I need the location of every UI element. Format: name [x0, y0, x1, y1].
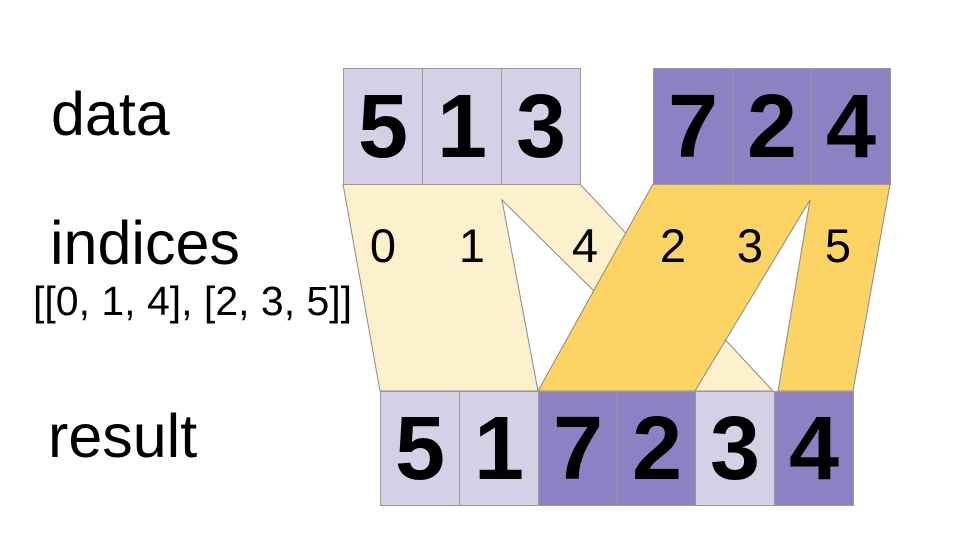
indices-value-label: [[0, 1, 4], [2, 3, 5]] — [33, 278, 353, 324]
index-value-4: 4 — [571, 219, 599, 272]
data-cell-g1-1: 1 — [422, 68, 502, 185]
data-cell-g2-2: 4 — [811, 68, 891, 185]
data-cell-g1-2: 3 — [501, 68, 581, 185]
result-cell-0: 5 — [380, 391, 460, 506]
result-cell-1: 1 — [459, 391, 539, 506]
result-cell-4: 3 — [695, 391, 775, 506]
index-value-1: 1 — [458, 219, 486, 272]
index-value-2: 2 — [659, 219, 687, 272]
index-value-3: 3 — [736, 219, 764, 272]
indices-row-label: indices — [50, 209, 240, 277]
result-cell-2: 7 — [538, 391, 618, 506]
result-cell-3: 2 — [617, 391, 697, 506]
index-value-0: 0 — [369, 219, 397, 272]
data-cell-g2-1: 2 — [732, 68, 812, 185]
data-row-label: data — [51, 80, 170, 148]
data-cell-g2-0: 7 — [653, 68, 733, 185]
index-value-5: 5 — [824, 219, 852, 272]
result-cell-5: 4 — [774, 391, 854, 506]
result-row-label: result — [48, 402, 198, 470]
data-cell-g1-0: 5 — [343, 68, 423, 185]
